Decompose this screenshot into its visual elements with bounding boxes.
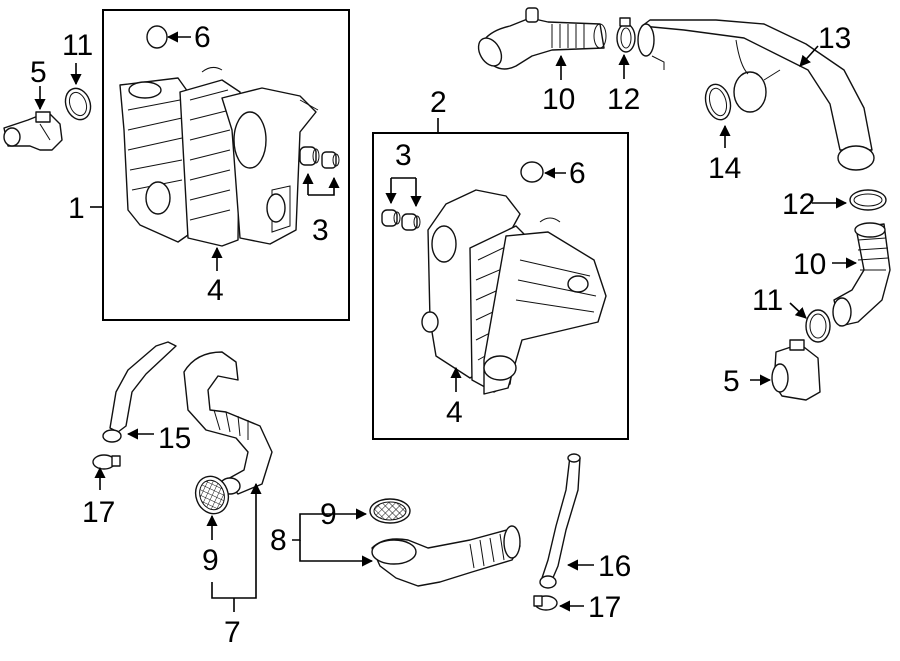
- hose-clamp-right: [849, 189, 887, 211]
- air-cleaner-assembly-right: [421, 189, 607, 395]
- intake-duct-8: [371, 525, 521, 587]
- callout-11-right: 11: [752, 284, 783, 317]
- screen-9-center: [369, 498, 411, 524]
- grommets-left: [299, 146, 340, 169]
- callout-16: 16: [598, 550, 631, 583]
- callout-15: 15: [158, 422, 191, 455]
- callout-2: 2: [430, 86, 447, 119]
- intake-boot-top: [477, 7, 607, 70]
- callout-5-right: 5: [723, 365, 740, 398]
- callout-9: 9: [202, 544, 219, 577]
- air-cleaner-assembly-left: [119, 66, 319, 247]
- callout-14: 14: [708, 152, 741, 185]
- mass-air-flow-sensor-right: [771, 339, 821, 401]
- screen-9-left: [194, 475, 230, 515]
- callout-4-right: 4: [446, 396, 463, 429]
- hose-clamp-14: [704, 83, 732, 121]
- callout-13: 13: [818, 22, 851, 55]
- hose-clamp-top: [616, 17, 636, 53]
- callout-6: 6: [194, 21, 211, 54]
- breather-hose-15: [102, 341, 177, 443]
- callout-17: 17: [82, 496, 115, 529]
- callout-10: 10: [542, 83, 575, 116]
- breather-hose-16: [539, 453, 581, 589]
- clamp-17-right: [533, 595, 558, 611]
- callout-4: 4: [207, 274, 224, 307]
- hose-clamp-left: [64, 87, 92, 121]
- callout-8: 8: [270, 524, 287, 557]
- grommets-right: [381, 209, 421, 231]
- intake-boot-right: [832, 222, 891, 327]
- hose-clamp-right-11: [805, 309, 831, 343]
- callout-5: 5: [30, 56, 47, 89]
- callout-7: 7: [224, 616, 241, 649]
- mass-air-flow-sensor-left: [3, 111, 63, 151]
- assembly-1-frame: [102, 9, 350, 321]
- callout-3: 3: [312, 214, 329, 247]
- callout-12: 12: [607, 83, 640, 116]
- seal-ring-left: [146, 25, 168, 49]
- callout-12-right: 12: [782, 188, 815, 221]
- callout-6-right: 6: [569, 157, 586, 190]
- callout-17-right: 17: [588, 591, 621, 624]
- callout-11: 11: [62, 29, 93, 62]
- air-intake-duct: [637, 19, 875, 171]
- callout-10-right: 10: [793, 248, 826, 281]
- clamp-17-left: [92, 454, 121, 470]
- callout-3-right: 3: [395, 139, 412, 172]
- seal-ring-right: [520, 161, 544, 183]
- intake-hose-7: [183, 351, 273, 495]
- assembly-2-frame: [372, 132, 629, 440]
- callout-1: 1: [68, 192, 85, 225]
